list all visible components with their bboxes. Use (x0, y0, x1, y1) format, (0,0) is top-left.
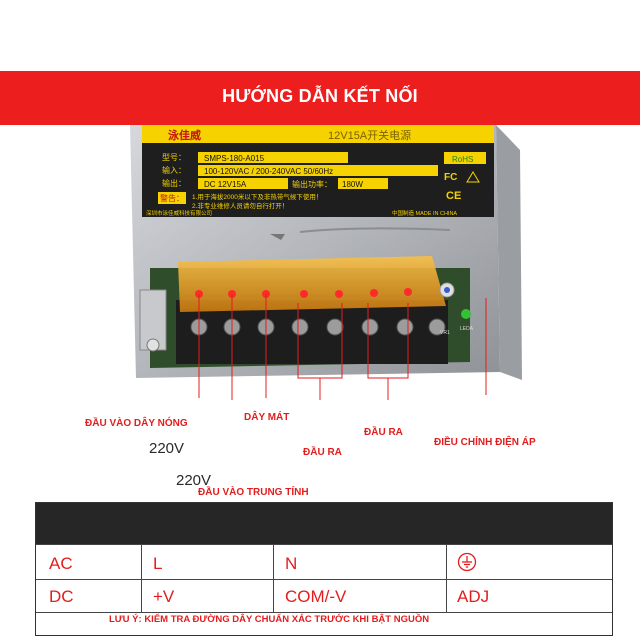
label-key-power: 输出功率： (292, 179, 332, 189)
voltage-text-2: 220V (176, 472, 212, 489)
label-value-power: 180W (342, 180, 363, 189)
label-output-1: ĐẦU RA (303, 447, 342, 458)
label-live-input: ĐẦU VÀO DÂY NÓNG (85, 418, 188, 429)
label-ground: DÂY MÁT (244, 412, 290, 423)
wiring-table: AC L N DC +V COM/-V ADJ (35, 502, 613, 636)
label-value-model: SMPS-180-A015 (204, 154, 265, 163)
terminal-cover (178, 256, 446, 312)
made-in-text: 中国制造 MADE IN CHINA (392, 209, 457, 217)
header-banner (0, 71, 640, 125)
table-cell-plus-v: +V (153, 587, 175, 606)
brand-text: 泳佳威 (168, 128, 201, 142)
warning-2: 2.非专业维修人员请勿自行打开！ (192, 201, 288, 210)
label-value-input: 100-120VAC / 200-240VAC 50/60Hz (204, 167, 333, 176)
warning-triangle-icon (466, 171, 480, 183)
table-cell-n: N (285, 554, 298, 573)
annotation-lines (198, 294, 487, 400)
table-header (36, 503, 612, 544)
table-cell-l: L (153, 554, 163, 573)
label-voltage-adjust: ĐIỀU CHỈNH ĐIỆN ÁP (434, 437, 536, 448)
terminal-red-dots (195, 288, 412, 298)
warning-1: 1.用于海拔2000米以下及非热带气候下使用！ (192, 192, 322, 201)
table-cell-adj: ADJ (457, 587, 490, 606)
safety-note: LƯU Ý: KIỂM TRA ĐƯỜNG DÂY CHUẨN XÁC TRƯỚ… (109, 614, 430, 625)
table-cell-dc: DC (49, 587, 74, 606)
label-key-model: 型号： (162, 153, 186, 162)
table-cell-ac: AC (49, 554, 73, 573)
ce-mark: CE (446, 190, 461, 202)
table-cell-com: COM/-V (285, 587, 347, 606)
power-supply-image: 泳佳威 12V15A开关电源 型号： SMPS-180-A015 输入： 100… (130, 125, 522, 400)
ground-symbol-icon (457, 552, 477, 572)
label-top-band (142, 125, 494, 143)
label-neutral-input: ĐẦU VÀO TRUNG TÍNH (198, 487, 309, 498)
fc-mark: FC (444, 172, 457, 183)
top-label-text: 12V15A开关电源 (328, 128, 411, 142)
label-key-input: 输入： (162, 165, 186, 175)
page-title: HƯỚNG DẪN KẾT NỐI (222, 86, 418, 106)
manufacturer-text: 深圳市泳佳威科技有限公司 (146, 209, 212, 217)
rohs-badge: RoHS (452, 155, 473, 164)
case-right-side (496, 125, 522, 380)
label-value-output: DC 12V15A (204, 180, 247, 189)
led-label: LEDA (460, 326, 474, 332)
warning-label: 警告： (160, 193, 184, 203)
voltage-text-1: 220V (149, 440, 185, 457)
label-output-2: ĐẦU RA (364, 427, 403, 438)
label-key-output: 输出： (162, 178, 186, 188)
led-indicator (461, 309, 471, 319)
vr-label: VR1 (440, 330, 450, 336)
